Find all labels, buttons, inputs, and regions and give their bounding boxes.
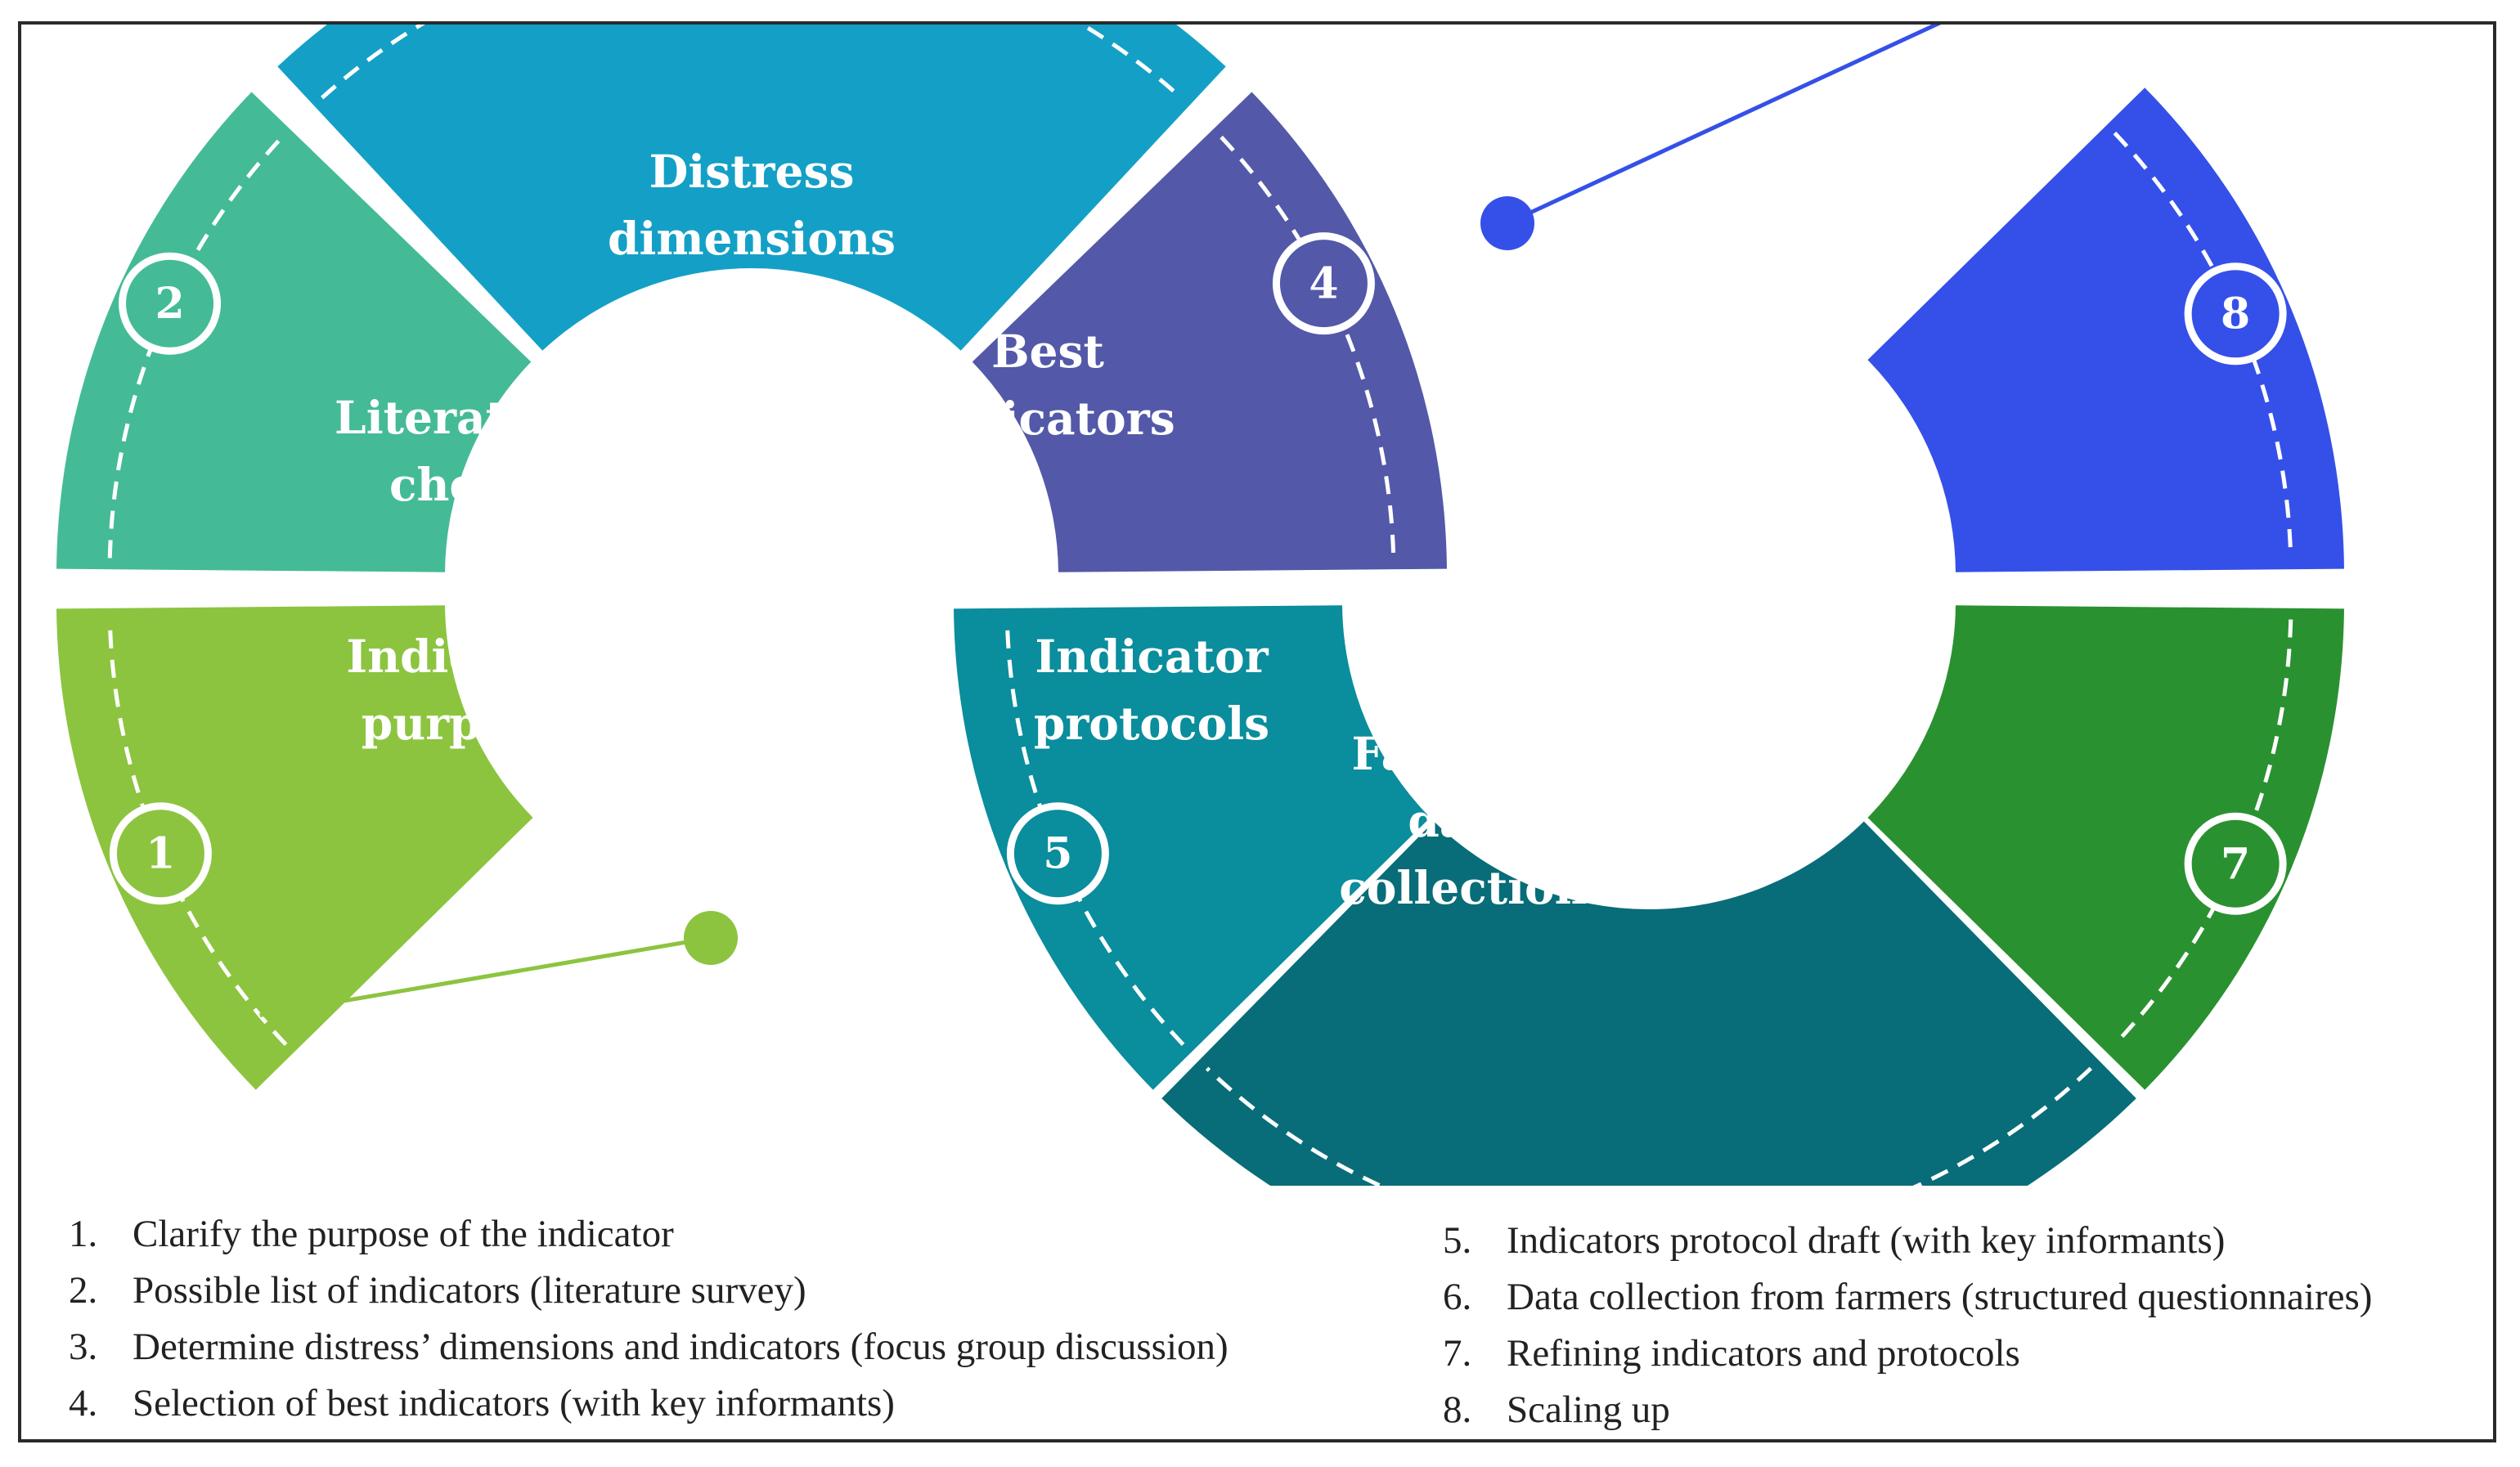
dashed-track — [107, 619, 288, 1047]
segment-shape — [972, 92, 1447, 572]
segment-label-line: Farmers’ — [1352, 727, 1575, 780]
segment-shape — [1867, 87, 2344, 572]
segment-2 — [56, 92, 532, 572]
legend-text: Data collection from farmers (structured… — [1507, 1276, 2373, 1318]
legend-number: 1. — [69, 1213, 98, 1255]
segment-7 — [1867, 605, 2344, 1090]
segment-label-line: data — [1408, 794, 1518, 847]
legend-number: 4. — [69, 1382, 98, 1424]
dashed-track — [2113, 131, 2293, 559]
segment-4 — [972, 92, 1447, 572]
legend-left: 1. Clarify the purpose of the indicator 2… — [69, 1206, 1229, 1432]
segment-label-line: Indicators — [1659, 632, 1917, 685]
legend-text: Selection of best indicators (with key i… — [133, 1382, 895, 1424]
dashed-track — [1205, 1066, 2093, 1186]
segment-shape — [56, 605, 533, 1090]
segment-1 — [56, 605, 533, 1090]
segment-label-line: check — [389, 458, 538, 511]
legend-text: Determine distress’ dimensions and indic… — [133, 1326, 1229, 1368]
badges-layer: 12345678 — [109, 232, 2287, 915]
segment-label-line: Literature — [335, 391, 591, 444]
badge-number: 5 — [1043, 829, 1072, 879]
connector-line — [1506, 25, 1942, 226]
segments-layer — [56, 25, 2344, 1186]
segment-6 — [1161, 821, 2136, 1186]
dashed-track — [1220, 135, 1396, 559]
step-badge-5: 5 — [1006, 802, 1109, 905]
badge-circle — [1006, 802, 1109, 905]
badge-circle — [1272, 232, 1375, 335]
legend-right: 5. Indicators protocol draft (with key in… — [1443, 1213, 2372, 1438]
segment-5 — [954, 605, 1431, 1090]
segment-label-line: Indicator — [1035, 630, 1269, 683]
legend-text: Possible list of indicators (literature … — [133, 1269, 806, 1312]
step-badge-4: 4 — [1272, 232, 1375, 335]
segment-shape — [1867, 605, 2344, 1090]
segment-label-line: protocols — [1034, 697, 1269, 750]
figure-frame: 12345678 IndicatorpurposeLiteraturecheck… — [18, 21, 2496, 1442]
legend-number: 2. — [69, 1269, 98, 1312]
segment-label-line: Indicator — [346, 630, 580, 683]
legend-number: 5. — [1443, 1219, 1472, 1262]
dashed-track — [2113, 619, 2293, 1047]
step-badge-1: 1 — [109, 802, 212, 905]
legend-text: Scaling up — [1507, 1388, 1670, 1431]
legend-text: Clarify the purpose of the indicator — [133, 1213, 674, 1255]
badge-circle — [2184, 812, 2287, 915]
process-cycle-diagram: 12345678 IndicatorpurposeLiteraturecheck… — [56, 25, 2344, 1186]
badge-circle — [2184, 262, 2287, 366]
legend-item: 6. Data collection from farmers (structur… — [1443, 1269, 2372, 1326]
segment-8 — [1867, 87, 2344, 572]
badge-number: 1 — [146, 829, 175, 879]
step-badge-7: 7 — [2184, 812, 2287, 915]
legend-text: Refining indicators and protocols — [1507, 1332, 2020, 1375]
legend-item: 4. Selection of best indicators (with key… — [69, 1375, 1229, 1432]
connector-line — [259, 935, 712, 1018]
segment-label-line: refine — [1715, 699, 1862, 752]
legend-number: 3. — [69, 1326, 98, 1368]
step-badge-2: 2 — [119, 252, 222, 355]
badge-circle — [109, 802, 212, 905]
legend-item: 3. Determine distress’ dimensions and ind… — [69, 1319, 1229, 1375]
segment-3 — [277, 25, 1226, 351]
legend-item: 5. Indicators protocol draft (with key in… — [1443, 1213, 2372, 1269]
segment-label-line: purpose — [362, 697, 565, 750]
segment-label-line: dimensions — [608, 212, 896, 265]
step-badge-8: 8 — [2184, 262, 2287, 366]
labels-layer: Indicator purpose Literature check Distress d… — [335, 145, 1925, 914]
badge-circle — [119, 252, 222, 355]
segment-shape — [954, 605, 1431, 1090]
dashed-track — [107, 135, 284, 559]
legend-item: 2. Possible list of indicators (literatur… — [69, 1263, 1229, 1319]
legend-number: 6. — [1443, 1276, 1472, 1318]
segment-label-line: Best — [991, 325, 1104, 378]
connectors-layer — [259, 25, 1942, 1018]
legend-item: 1. Clarify the purpose of the indicator — [69, 1206, 1229, 1263]
legend-number: 8. — [1443, 1388, 1472, 1431]
segment-label-line: collection — [1339, 861, 1587, 914]
segment-shape — [56, 92, 532, 572]
connector-dot-icon — [1480, 196, 1534, 250]
segment-shape — [277, 25, 1226, 351]
legend-item: 8. Scaling up — [1443, 1382, 2372, 1438]
legend-text: Indicators protocol draft (with key info… — [1507, 1219, 2226, 1262]
connector-dot-icon — [684, 911, 738, 965]
badge-number: 8 — [2221, 289, 2250, 339]
segment-label-line: indicators — [920, 392, 1175, 445]
dashed-track — [1004, 619, 1185, 1047]
badge-number: 4 — [1309, 259, 1338, 309]
segment-label-line: Distress — [649, 145, 855, 198]
segment-shape — [1161, 821, 2136, 1186]
badge-number: 7 — [2221, 839, 2250, 889]
legend-number: 7. — [1443, 1332, 1472, 1375]
legend-item: 7. Refining indicators and protocols — [1443, 1326, 2372, 1382]
badge-number: 2 — [155, 279, 184, 329]
segment-label-line: Scaling up — [1659, 422, 1926, 475]
